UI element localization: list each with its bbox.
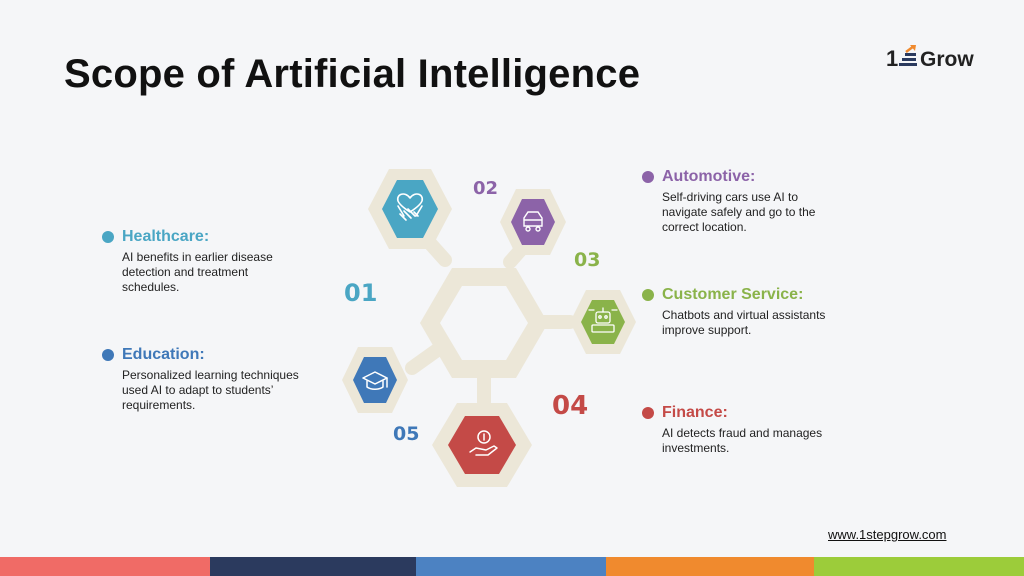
- finance-hexagon: [432, 403, 532, 487]
- item-automotive: Automotive: Self-driving cars use AI to …: [642, 168, 862, 235]
- bar-segment-2: [210, 557, 416, 576]
- bar-segment-1: [0, 557, 210, 576]
- automotive-dot: [642, 171, 654, 183]
- website-link[interactable]: www.1stepgrow.com: [828, 527, 947, 542]
- logo-text: Grow: [920, 48, 974, 71]
- logo-number: 1: [886, 46, 898, 71]
- bottom-color-bar: [0, 557, 1024, 576]
- customer-service-description: Chatbots and virtual assistants improve …: [662, 308, 826, 337]
- education-description: Personalized learning techniques used AI…: [122, 368, 299, 412]
- bar-segment-3: [416, 557, 606, 576]
- automotive-hexagon: [500, 189, 566, 255]
- brand-logo: 1 Grow: [886, 45, 974, 71]
- car-icon: [523, 211, 543, 232]
- number-01: 01: [344, 279, 377, 307]
- education-hexagon: [342, 347, 408, 413]
- healthcare-description: AI benefits in earlier disease detection…: [122, 250, 273, 294]
- item-customer-service: Customer Service: Chatbots and virtual a…: [642, 286, 872, 338]
- finance-description: AI detects fraud and manages investments…: [662, 426, 823, 455]
- number-04: 04: [552, 391, 588, 421]
- customer-service-title: Customer Service:: [662, 286, 804, 303]
- item-education: Education: Personalized learning techniq…: [102, 346, 322, 413]
- number-02: 02: [473, 178, 498, 199]
- finance-title: Finance:: [662, 404, 728, 421]
- item-healthcare: Healthcare: AI benefits in earlier disea…: [102, 228, 312, 295]
- customer-service-hexagon: [570, 290, 636, 354]
- bar-segment-4: [606, 557, 814, 576]
- healthcare-hexagon: [368, 169, 452, 249]
- item-finance: Finance: AI detects fraud and manages in…: [642, 404, 862, 456]
- finance-dot: [642, 407, 654, 419]
- healthcare-title: Healthcare:: [122, 228, 210, 245]
- bar-segment-5: [814, 557, 1024, 576]
- education-dot: [102, 349, 114, 361]
- chatbot-icon: [588, 307, 618, 333]
- page-title: Scope of Artificial Intelligence: [64, 52, 641, 96]
- customer-service-dot: [642, 289, 654, 301]
- hand-coin-icon: [469, 430, 498, 456]
- number-05: 05: [393, 423, 419, 445]
- handshake-heart-icon: [396, 193, 424, 221]
- graduation-cap-icon: [362, 371, 388, 390]
- automotive-description: Self-driving cars use AI to navigate saf…: [662, 190, 816, 234]
- education-title: Education:: [122, 346, 205, 363]
- healthcare-dot: [102, 231, 114, 243]
- number-03: 03: [574, 249, 600, 271]
- automotive-title: Automotive:: [662, 168, 756, 185]
- steps-logo-icon: [899, 45, 917, 66]
